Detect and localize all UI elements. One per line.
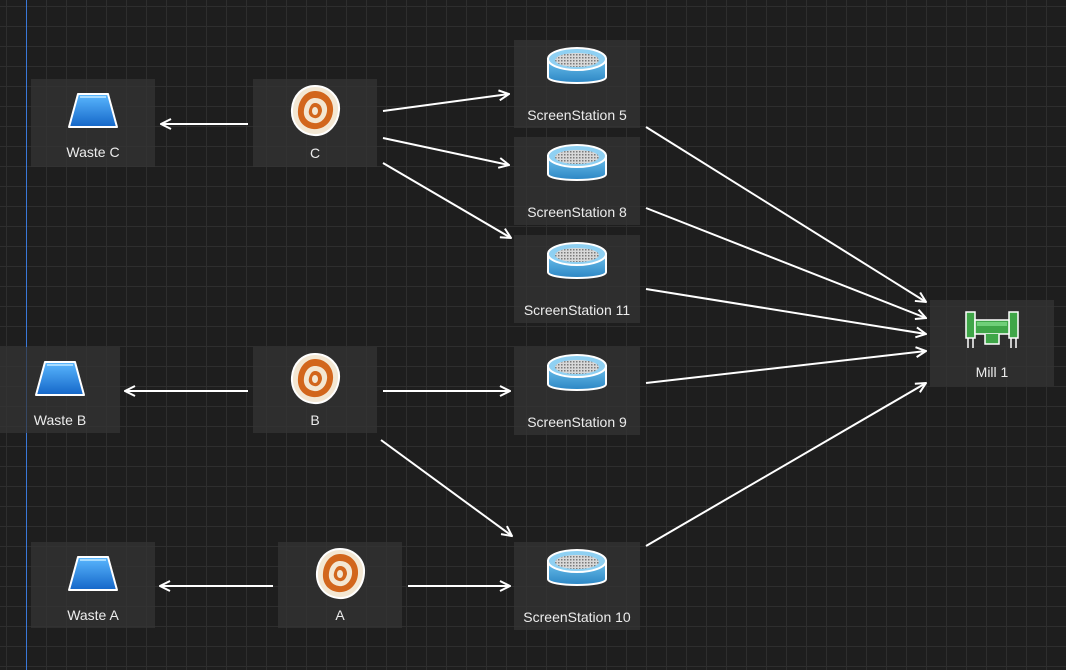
node-waste-c[interactable]: Waste C — [31, 79, 155, 167]
canvas-vertical-guide — [26, 0, 27, 670]
node-label: A — [335, 607, 345, 623]
stockpile-icon — [315, 547, 366, 600]
edge-screenstation-5-to-mill-1[interactable] — [645, 126, 926, 302]
waste-bin-icon — [68, 556, 118, 591]
node-mill-1[interactable]: Mill 1 — [930, 300, 1054, 386]
edge-screenstation-8-to-mill-1[interactable] — [645, 207, 926, 318]
waste-bin-icon — [35, 361, 85, 396]
edge-b-to-screenstation-10[interactable] — [380, 439, 512, 536]
node-label: C — [309, 145, 321, 161]
node-screenstation-10[interactable]: ScreenStation 10 — [514, 542, 640, 630]
node-label: Waste B — [33, 412, 87, 428]
node-label: ScreenStation 5 — [527, 107, 627, 123]
node-label: B — [310, 412, 320, 428]
node-screenstation-5[interactable]: ScreenStation 5 — [514, 40, 640, 128]
edge-screenstation-11-to-mill-1[interactable] — [645, 288, 926, 334]
node-label: ScreenStation 10 — [523, 609, 631, 625]
node-label: ScreenStation 11 — [523, 302, 631, 318]
stockpile-icon — [290, 84, 341, 137]
node-stockpile-b[interactable]: B — [253, 347, 377, 433]
mill-icon — [965, 311, 1019, 348]
screen-station-icon — [547, 144, 607, 181]
node-label: Mill 1 — [975, 364, 1009, 380]
screen-station-icon — [547, 47, 607, 84]
node-label: Waste C — [66, 144, 120, 160]
stockpile-icon — [290, 352, 341, 405]
node-waste-b[interactable]: Waste B — [0, 347, 120, 433]
node-label: ScreenStation 9 — [527, 414, 627, 430]
node-screenstation-11[interactable]: ScreenStation 11 — [514, 235, 640, 323]
node-stockpile-c[interactable]: C — [253, 79, 377, 167]
edge-screenstation-9-to-mill-1[interactable] — [645, 351, 926, 384]
node-stockpile-a[interactable]: A — [278, 542, 402, 628]
screen-station-icon — [547, 354, 607, 391]
node-label: Waste A — [67, 607, 119, 623]
waste-bin-icon — [68, 93, 118, 128]
screen-station-icon — [547, 242, 607, 279]
screen-station-icon — [547, 549, 607, 586]
edge-c-to-screenstation-11[interactable] — [382, 162, 511, 238]
node-waste-a[interactable]: Waste A — [31, 542, 155, 628]
edge-c-to-screenstation-5[interactable] — [382, 94, 509, 112]
node-label: ScreenStation 8 — [527, 204, 627, 220]
edge-c-to-screenstation-8[interactable] — [382, 137, 509, 165]
node-screenstation-9[interactable]: ScreenStation 9 — [514, 347, 640, 435]
node-screenstation-8[interactable]: ScreenStation 8 — [514, 137, 640, 225]
edge-screenstation-10-to-mill-1[interactable] — [645, 383, 926, 547]
